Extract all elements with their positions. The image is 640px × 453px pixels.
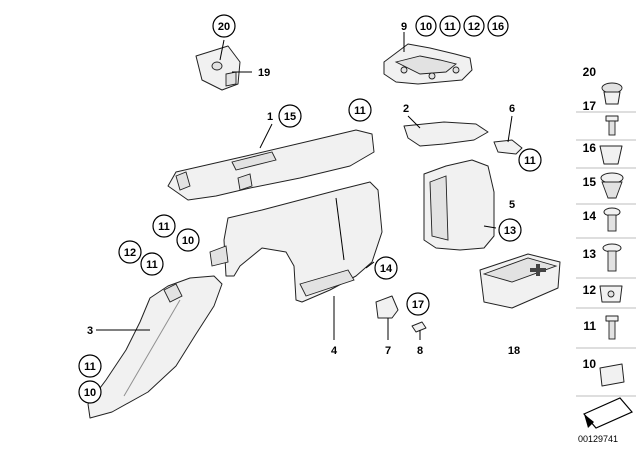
sidebar-label-15: 15	[583, 175, 597, 189]
callout-6: 6	[509, 103, 515, 115]
callout-6-list: 11	[518, 148, 542, 172]
callout-20-top: 20	[212, 14, 236, 38]
part-5-side-panel[interactable]	[423, 159, 495, 251]
callout-10-mid: 10	[176, 228, 200, 252]
screw-icon	[605, 115, 619, 136]
callout-11-mid: 11	[152, 214, 176, 238]
part-1-upper-trim[interactable]	[167, 129, 375, 201]
svg-text:15: 15	[284, 111, 296, 123]
callout-2: 2	[403, 103, 409, 115]
callout-5: 5	[509, 199, 515, 211]
svg-text:10: 10	[420, 21, 432, 33]
sidebar-label-16: 16	[583, 141, 597, 155]
svg-text:14: 14	[380, 263, 393, 275]
svg-text:20: 20	[218, 21, 230, 33]
svg-text:12: 12	[124, 247, 136, 259]
svg-text:13: 13	[504, 225, 516, 237]
callout-1-list: 15	[278, 104, 302, 128]
part-7-clip[interactable]	[375, 295, 399, 319]
callout-9-list: 10 11 12 16	[415, 15, 509, 37]
svg-text:11: 11	[354, 105, 366, 117]
callout-11-top: 11	[348, 98, 372, 122]
callout-12-left: 12	[118, 240, 142, 264]
screw-icon	[605, 315, 619, 340]
bolt-icon	[602, 243, 622, 272]
callout-14: 14	[374, 256, 398, 280]
part-4-lower-panel[interactable]	[209, 181, 383, 303]
callout-11-left: 11	[140, 252, 164, 276]
cap-clip-icon	[601, 82, 623, 105]
diagram-number: 00129741	[578, 434, 618, 444]
direction-arrow-icon	[583, 397, 633, 429]
sidebar-label-11: 11	[583, 319, 596, 333]
callout-11-bottom: 11	[78, 354, 102, 378]
part-18-first-aid-kit[interactable]	[479, 253, 561, 309]
svg-text:11: 11	[158, 221, 170, 233]
callout-7: 7	[385, 345, 391, 357]
svg-text:11: 11	[444, 21, 456, 33]
leader-lines	[96, 32, 513, 340]
part-2-trim[interactable]	[403, 121, 489, 147]
callout-19: 19	[258, 67, 270, 79]
callout-17-mid: 17	[406, 292, 430, 316]
svg-text:11: 11	[524, 155, 536, 167]
callout-9: 9	[401, 21, 407, 33]
svg-text:10: 10	[84, 387, 96, 399]
callout-5-list: 13	[498, 218, 522, 242]
svg-text:11: 11	[84, 361, 96, 373]
callout-4: 4	[331, 345, 338, 357]
part-20-cover[interactable]	[195, 45, 241, 91]
callout-8: 8	[417, 345, 423, 357]
svg-text:12: 12	[468, 21, 480, 33]
part-9-bracket[interactable]	[383, 43, 473, 85]
part-6-cover[interactable]	[493, 139, 523, 155]
spring-nut-icon	[599, 285, 623, 303]
sidebar-label-20: 20	[583, 65, 597, 79]
callout-1: 1	[267, 111, 273, 123]
svg-text:10: 10	[182, 235, 194, 247]
sidebar-label-10: 10	[583, 357, 597, 371]
callout-3: 3	[87, 325, 93, 337]
clip-nut-icon	[599, 145, 623, 165]
sidebar-label-13: 13	[583, 247, 597, 261]
sidebar-label-14: 14	[583, 209, 597, 223]
clamp-icon	[599, 363, 625, 387]
expanding-rivet-icon	[600, 172, 624, 199]
callout-10-bottom: 10	[78, 380, 102, 404]
sidebar-label-17: 17	[583, 99, 597, 113]
sidebar-label-12: 12	[583, 283, 597, 297]
callout-18: 18	[508, 345, 520, 357]
svg-text:16: 16	[492, 21, 504, 33]
svg-text:17: 17	[412, 299, 424, 311]
rivet-icon	[603, 207, 621, 232]
part-3-left-trim[interactable]	[87, 275, 223, 419]
svg-text:11: 11	[146, 259, 158, 271]
part-8-clip[interactable]	[411, 321, 427, 333]
